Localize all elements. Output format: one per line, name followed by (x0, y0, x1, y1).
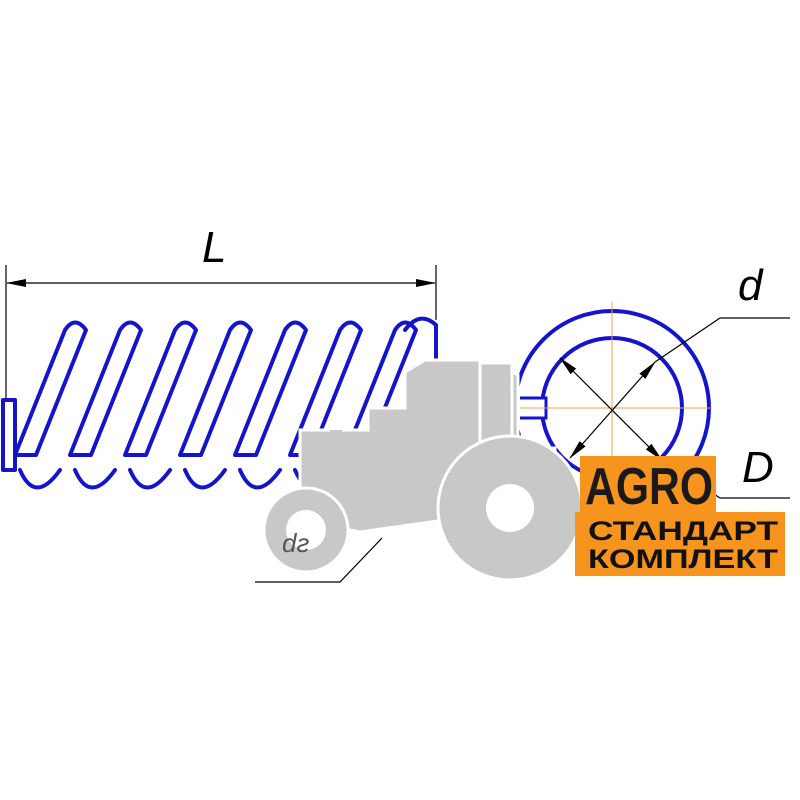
tractor-rear-hub (486, 484, 534, 532)
agro-logo-banner (575, 512, 785, 576)
spring-back-coils (18, 468, 392, 490)
tractor-front-hub (286, 510, 326, 550)
length-label: L (202, 223, 226, 272)
length-dimension: L (5, 223, 437, 400)
diameter-D-line (569, 361, 656, 459)
spring-end-left (1, 398, 17, 472)
tractor-exhaust (330, 430, 342, 470)
spring-coils (13, 320, 418, 457)
wire-diameter-label: d (738, 261, 764, 310)
d-leader-line (654, 317, 790, 363)
tractor-window (478, 361, 514, 445)
agro-logo-brand: AGRO (585, 458, 713, 516)
agro-logo-line2: КОМПЛЕКТ (588, 544, 779, 574)
agro-logo-line1: СТАНДАРТ (588, 516, 779, 546)
spring-side-view (1, 316, 438, 490)
agro-logo-badge (580, 456, 716, 512)
spring-end-right (403, 316, 438, 422)
diameter-d-line (559, 357, 663, 461)
tractor-watermark (262, 358, 584, 582)
rod-dimension: dг (255, 528, 383, 583)
rod-label: dг (282, 528, 309, 558)
agro-logo: AGRO СТАНДАРТ КОМПЛЕКТ (575, 456, 785, 576)
outer-diameter-label: D (742, 443, 774, 492)
